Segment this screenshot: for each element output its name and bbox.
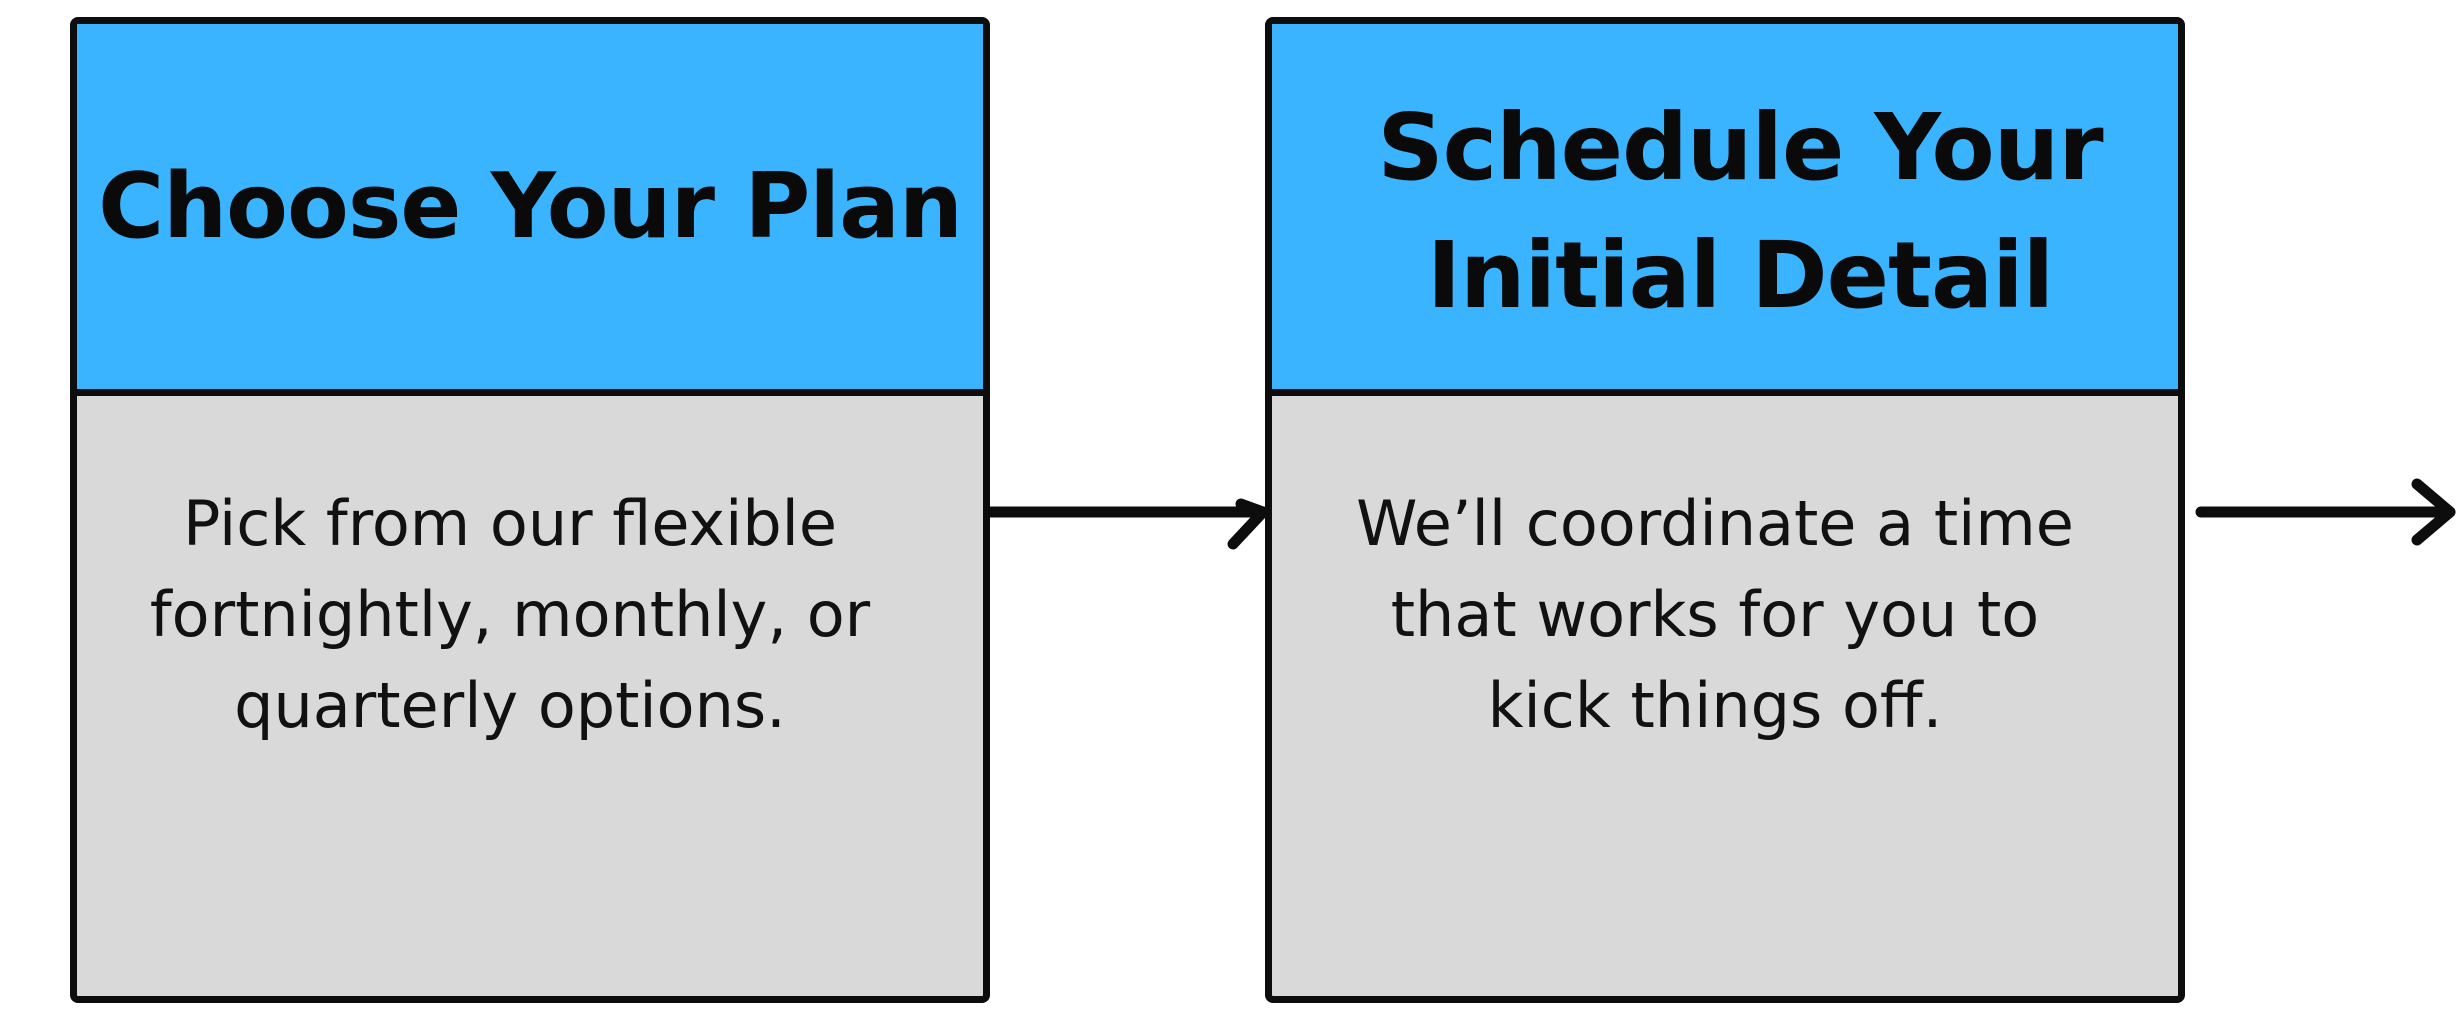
step-title: Choose Your Plan (98, 153, 963, 259)
step-description: We’ll coordinate a time that works for y… (1356, 487, 2074, 742)
step-header: Schedule Your Initial Detail (1272, 24, 2178, 396)
step-header: Choose Your Plan (77, 24, 983, 396)
arrow-right-icon (984, 498, 1269, 550)
step-title: Schedule Your Initial Detail (1377, 94, 2103, 329)
step-body: We’ll coordinate a time that works for y… (1272, 396, 2178, 996)
step-body: Pick from our flexible fortnightly, mont… (77, 396, 983, 996)
step-description: Pick from our flexible fortnightly, mont… (149, 487, 871, 742)
step-card-choose-plan: Choose Your Plan Pick from our flexible … (70, 17, 990, 1003)
arrow-right-icon (2195, 478, 2456, 546)
step-card-schedule-detail: Schedule Your Initial Detail We’ll coord… (1265, 17, 2185, 1003)
